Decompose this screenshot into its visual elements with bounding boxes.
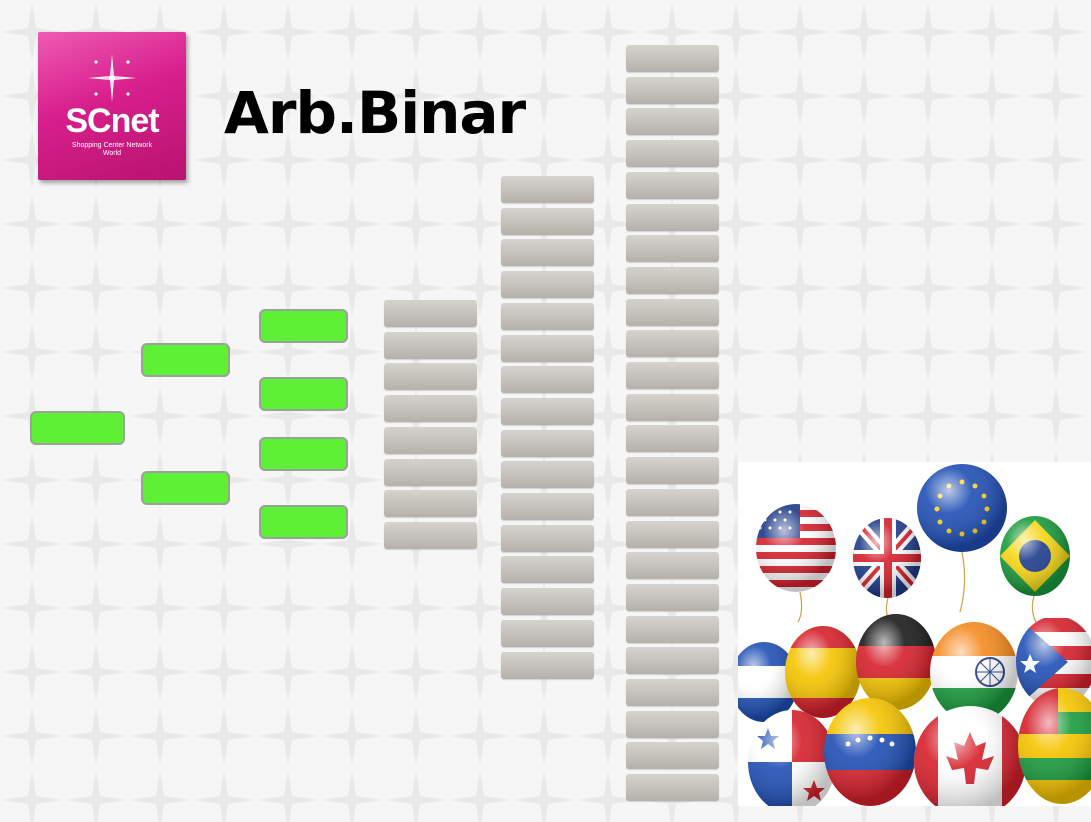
tree-level6-slot <box>626 647 719 674</box>
tree-level5-slot <box>501 652 594 679</box>
tree-level6-slot <box>626 330 719 357</box>
tree-level6-slot <box>626 299 719 326</box>
tree-level5-slot <box>501 556 594 583</box>
tree-level4-slot <box>384 395 477 422</box>
logo-brand: SCnet <box>38 104 186 138</box>
flag-balloons-illustration <box>738 462 1091 806</box>
tree-level5-slot <box>501 366 594 393</box>
tree-node-root <box>30 411 125 445</box>
tree-level6-slot <box>626 711 719 738</box>
tree-level4-slot <box>384 522 477 549</box>
tree-level5-slot <box>501 430 594 457</box>
tree-level4-slot <box>384 363 477 390</box>
tree-level5-slot <box>501 208 594 235</box>
tree-level6-slot <box>626 616 719 643</box>
tree-level4-slot <box>384 300 477 327</box>
tree-node-level3-4 <box>259 505 348 539</box>
tree-level5-slot <box>501 176 594 203</box>
tree-level5-slot <box>501 461 594 488</box>
logo-tagline: Shopping Center Network World <box>38 142 186 158</box>
tree-level5-slot <box>501 493 594 520</box>
tree-level6-slot <box>626 584 719 611</box>
tree-level6-slot <box>626 774 719 801</box>
tree-level6-slot <box>626 425 719 452</box>
tree-level6-slot <box>626 489 719 516</box>
tree-node-level2-1 <box>141 343 230 377</box>
tree-level5-slot <box>501 303 594 330</box>
tree-level4-slot <box>384 490 477 517</box>
tree-level6-slot <box>626 235 719 262</box>
tree-node-level3-3 <box>259 437 348 471</box>
tree-level6-slot <box>626 108 719 135</box>
page-title: Arb.Binar <box>224 78 525 148</box>
tree-node-level3-2 <box>259 377 348 411</box>
logo-tagline-line1: Shopping Center Network <box>38 142 186 150</box>
tree-node-level3-1 <box>259 309 348 343</box>
tree-node-level2-2 <box>141 471 230 505</box>
tree-level6-slot <box>626 742 719 769</box>
tree-level5-slot <box>501 588 594 615</box>
tree-level6-slot <box>626 204 719 231</box>
tree-level5-slot <box>501 271 594 298</box>
tree-level6-slot <box>626 521 719 548</box>
tree-level4-slot <box>384 427 477 454</box>
tree-level6-slot <box>626 362 719 389</box>
logo-tagline-line2: World <box>38 150 186 158</box>
tree-level6-slot <box>626 679 719 706</box>
tree-level4-slot <box>384 459 477 486</box>
tree-level6-slot <box>626 140 719 167</box>
tree-level6-slot <box>626 552 719 579</box>
tree-level5-slot <box>501 525 594 552</box>
tree-level4-slot <box>384 332 477 359</box>
tree-level6-slot <box>626 45 719 72</box>
tree-level5-slot <box>501 335 594 362</box>
tree-level5-slot <box>501 620 594 647</box>
tree-level6-slot <box>626 77 719 104</box>
tree-level6-slot <box>626 394 719 421</box>
tree-level5-slot <box>501 398 594 425</box>
tree-level6-slot <box>626 457 719 484</box>
tree-level5-slot <box>501 239 594 266</box>
scnet-logo: SCnet Shopping Center Network World <box>38 32 186 180</box>
tree-level6-slot <box>626 172 719 199</box>
tree-level6-slot <box>626 267 719 294</box>
sparkle-icon <box>82 50 142 110</box>
